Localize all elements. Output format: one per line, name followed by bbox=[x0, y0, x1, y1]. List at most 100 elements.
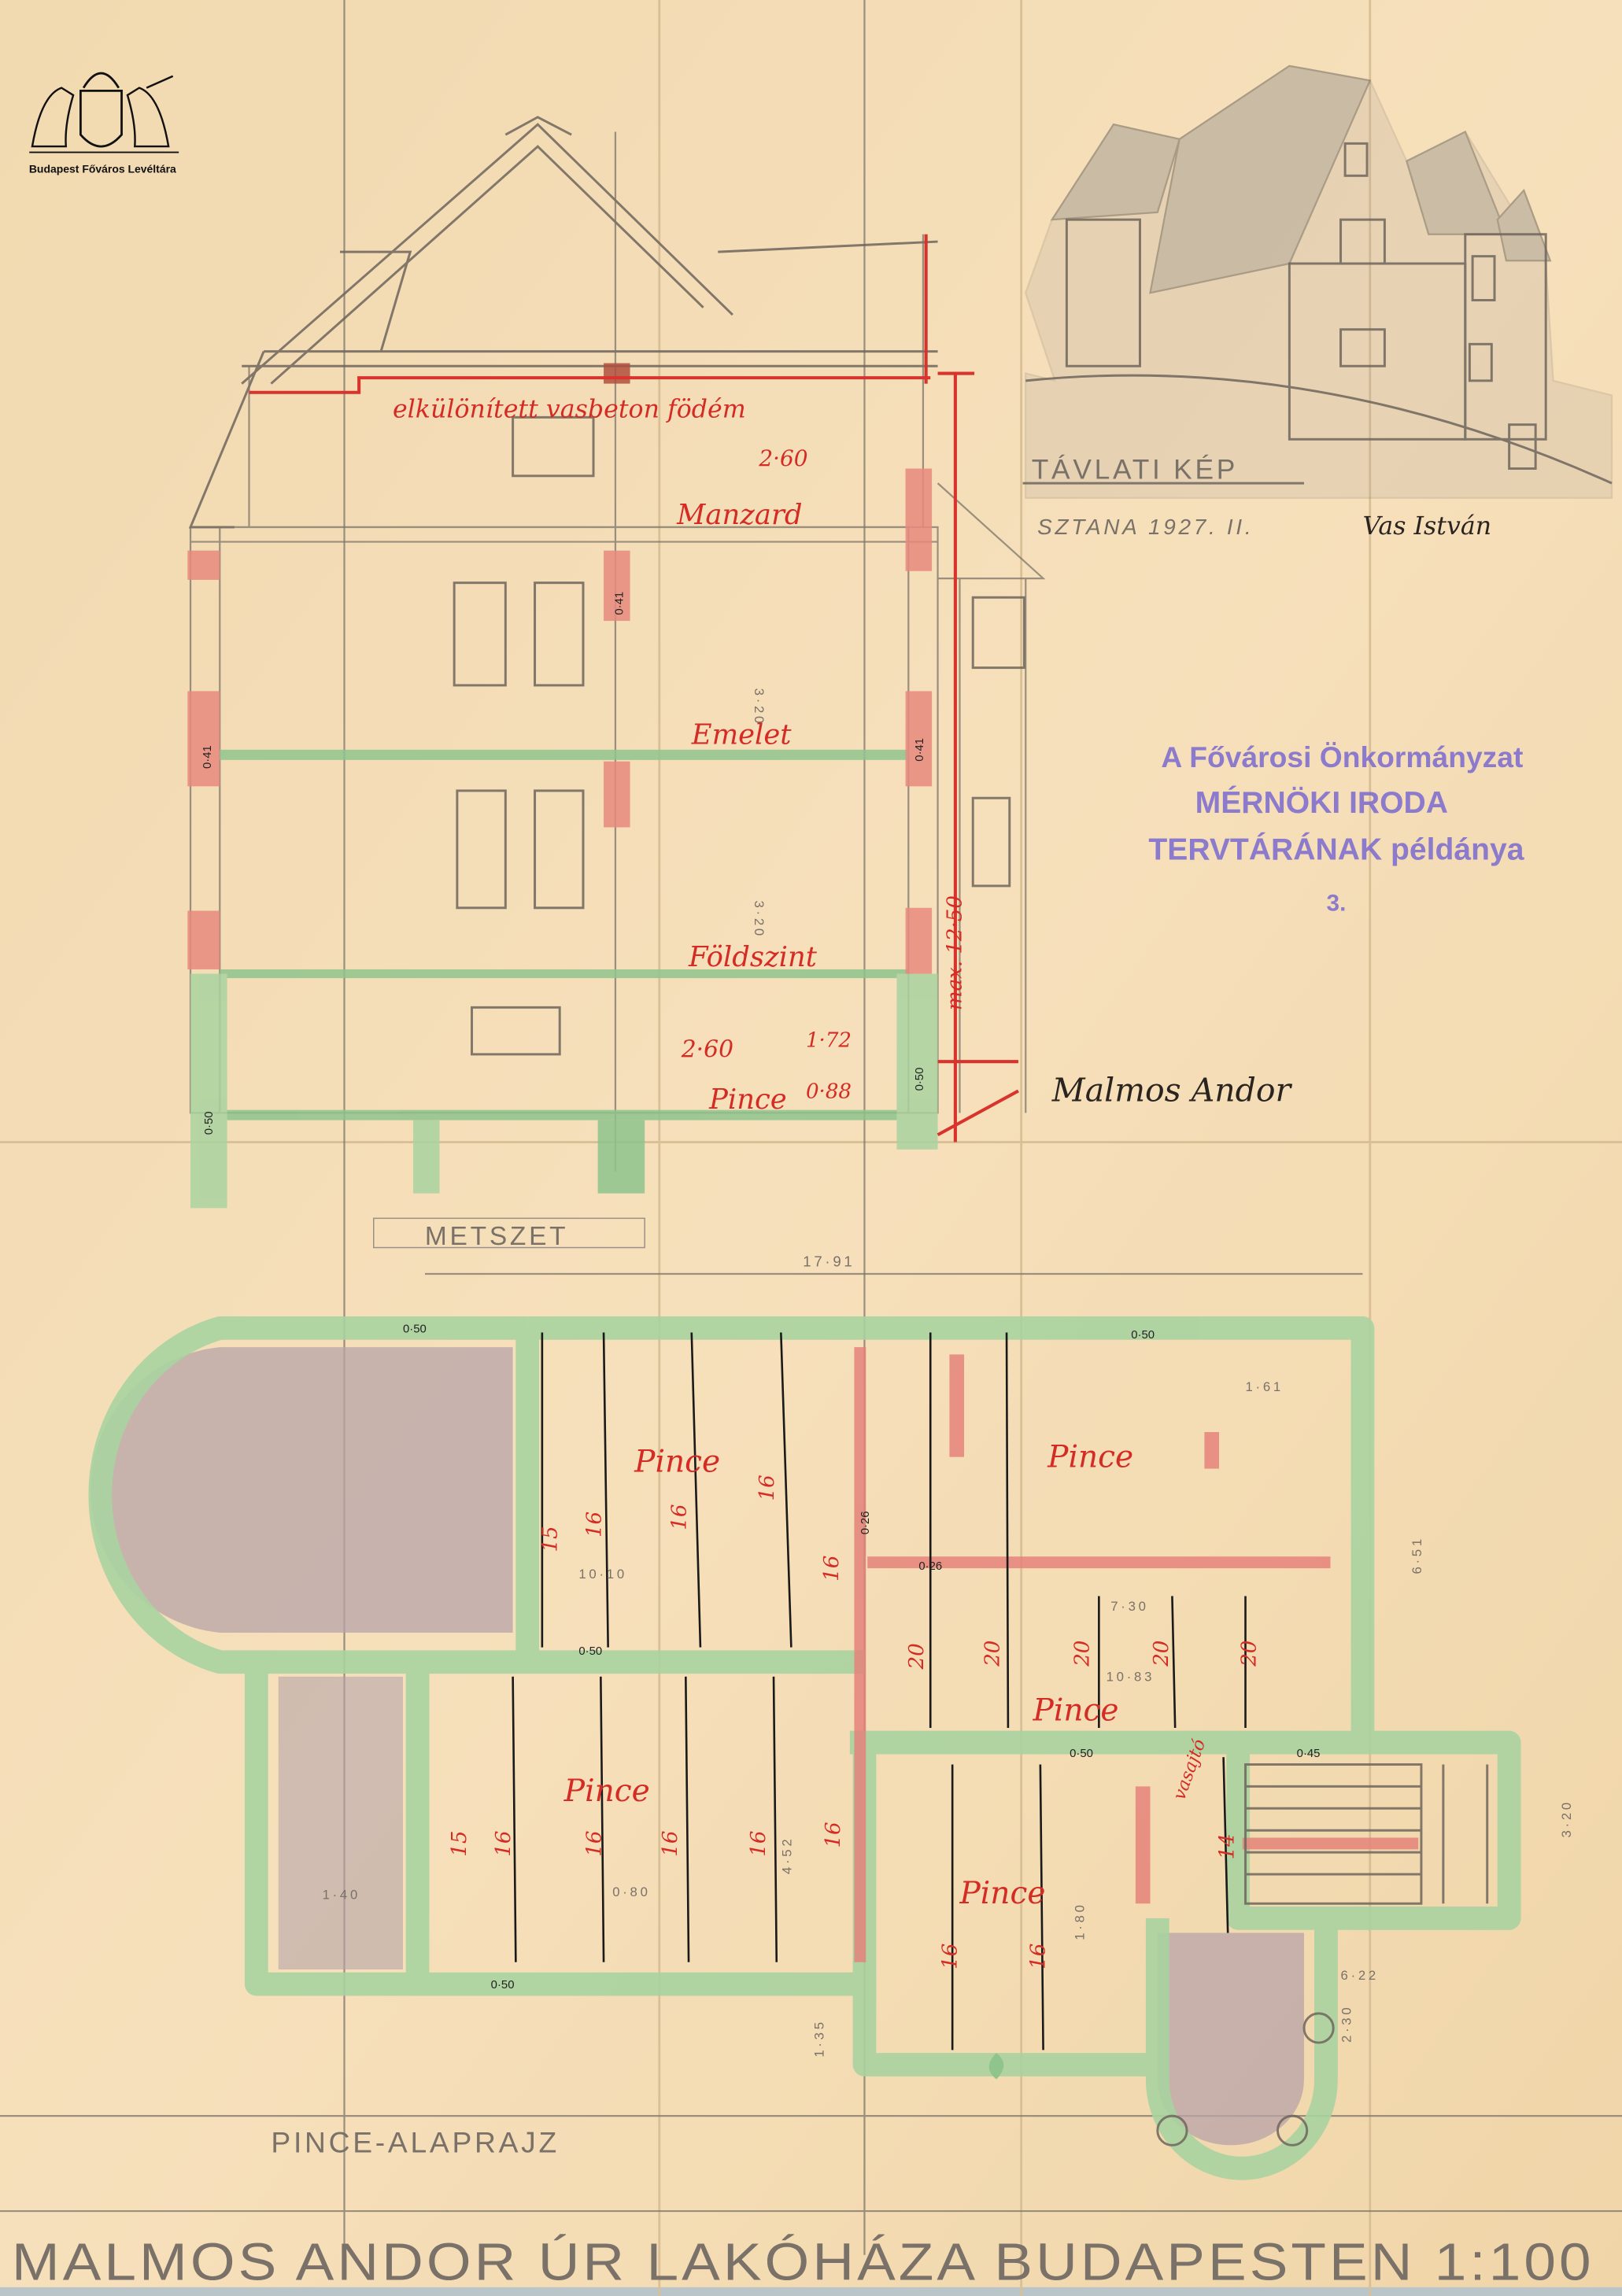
dim-label: 0·50 bbox=[578, 1645, 602, 1658]
room-label: Pince bbox=[634, 1444, 720, 1479]
window bbox=[453, 581, 507, 687]
perspective-author-date: SZTANA 1927. II. bbox=[1037, 515, 1254, 539]
room-label: Pince bbox=[1047, 1440, 1133, 1475]
stamp-line-1: A Fővárosi Önkormányzat bbox=[1161, 740, 1523, 773]
architect-signature: Malmos Andor bbox=[1051, 1071, 1293, 1109]
joist-number: 16 bbox=[492, 1831, 515, 1857]
dim-label: 4·52 bbox=[779, 1836, 794, 1874]
floor-label-basement: Pince bbox=[708, 1083, 787, 1116]
red-lintels bbox=[187, 363, 933, 974]
cellar-strip bbox=[278, 1676, 403, 1970]
dim-label: 2·30 bbox=[1339, 2005, 1354, 2043]
dim-label: 3·20 bbox=[1559, 1800, 1574, 1837]
stair bbox=[1156, 1763, 1489, 2147]
dim-label: 0·41 bbox=[613, 592, 626, 615]
window bbox=[971, 796, 1011, 888]
joist-number: 20 bbox=[981, 1641, 1005, 1667]
section-drawing: elkülönített vasbeton födém 2·60 Manzard… bbox=[187, 116, 1293, 1251]
joist-number: 20 bbox=[1070, 1641, 1094, 1667]
dim-label: 6·51 bbox=[1410, 1536, 1424, 1574]
max-height-dim: max. 12·50 bbox=[943, 895, 966, 1010]
dim-label: 0·50 bbox=[914, 1068, 926, 1091]
dim-label: 0·45 bbox=[1297, 1748, 1321, 1760]
window bbox=[471, 1006, 561, 1056]
floor-label-ground: Földszint bbox=[688, 941, 818, 973]
dim-label: 3·20 bbox=[752, 688, 767, 726]
window bbox=[456, 789, 507, 910]
plan-red-walls bbox=[854, 1347, 1419, 1962]
joist-number: 16 bbox=[822, 1822, 845, 1848]
dim-label: 1·35 bbox=[811, 2019, 826, 2057]
attic-height: 2·60 bbox=[758, 445, 807, 471]
joist-number: 20 bbox=[905, 1643, 929, 1670]
joist-number: 20 bbox=[1150, 1641, 1173, 1667]
archive-logo: Budapest Főváros Levéltára bbox=[29, 72, 179, 175]
below-ground-dim: 0·88 bbox=[806, 1080, 852, 1104]
joist-number: 15 bbox=[538, 1526, 562, 1552]
roof-slab-red-line bbox=[249, 234, 931, 394]
max-height-dimension-line bbox=[937, 371, 1019, 1142]
joist-lines bbox=[512, 1332, 1247, 2051]
plan-walls bbox=[88, 1316, 1521, 2180]
overall-dimension: 17·91 bbox=[803, 1253, 855, 1270]
dim-label: 0·50 bbox=[1131, 1329, 1155, 1342]
dim-label: 0·50 bbox=[203, 1111, 216, 1135]
joist-number: 14 bbox=[1216, 1833, 1240, 1859]
perspective-signature: Vas István bbox=[1362, 512, 1491, 541]
lion-icon bbox=[31, 87, 75, 148]
roof-outline bbox=[188, 116, 938, 529]
dim-label: 0·50 bbox=[403, 1323, 427, 1335]
drain-marker bbox=[988, 2053, 1004, 2080]
floor-slabs bbox=[190, 749, 938, 1209]
dim-label: 0·26 bbox=[859, 1512, 872, 1535]
window bbox=[971, 596, 1025, 670]
joist-number: 16 bbox=[1026, 1943, 1050, 1969]
dim-label: 0·41 bbox=[201, 745, 214, 769]
joist-number: 16 bbox=[667, 1504, 691, 1530]
stamp-line-3: TERVTÁRÁNAK példánya bbox=[1148, 832, 1524, 866]
above-ground-dim: 1·72 bbox=[806, 1029, 852, 1053]
joist-number: 16 bbox=[582, 1512, 606, 1537]
joist-number: 16 bbox=[756, 1475, 779, 1501]
griffin-icon bbox=[126, 75, 174, 148]
archive-stamp: A Fővárosi Önkormányzat MÉRNÖKI IRODA TE… bbox=[1148, 740, 1524, 916]
dim-label: 0·80 bbox=[612, 1884, 650, 1899]
window bbox=[534, 581, 585, 687]
room-label: Pince bbox=[563, 1774, 650, 1809]
joist-number: 16 bbox=[659, 1831, 682, 1857]
dim-label: 10·83 bbox=[1107, 1669, 1155, 1684]
slab-note: elkülönített vasbeton födém bbox=[393, 395, 746, 423]
joist-number: 16 bbox=[747, 1831, 770, 1857]
dim-label: 10·10 bbox=[578, 1567, 626, 1582]
window bbox=[534, 789, 585, 910]
stamp-line-2: MÉRNÖKI IRODA bbox=[1195, 785, 1448, 820]
dim-label: 3·20 bbox=[752, 900, 767, 938]
basement-height: 2·60 bbox=[681, 1036, 733, 1064]
section-windows bbox=[453, 415, 1025, 1056]
dim-label: 0·26 bbox=[918, 1560, 942, 1573]
plan-title: PINCE-ALAPRAJZ bbox=[271, 2126, 560, 2159]
window bbox=[512, 415, 595, 478]
perspective-sketch: TÁVLATI KÉP SZTANA 1927. II. Vas István bbox=[1022, 65, 1613, 541]
dim-label: 0·50 bbox=[1070, 1748, 1093, 1760]
basement-plan: 17·91 Pince Pince Pince Pince Pince vasa… bbox=[88, 1253, 1574, 2180]
dim-label: 0·41 bbox=[914, 738, 926, 762]
dim-label: 0·50 bbox=[491, 1979, 515, 1991]
joist-number: 16 bbox=[820, 1556, 844, 1582]
joist-number: 16 bbox=[582, 1831, 606, 1857]
coat-of-arms-shield-icon bbox=[79, 89, 123, 148]
plan-dimensions: 0·50 0·50 0·50 0·50 0·50 0·45 1·61 6·51 … bbox=[323, 1323, 1574, 2057]
joist-number: 20 bbox=[1238, 1641, 1262, 1667]
archive-logo-caption: Budapest Főváros Levéltára bbox=[29, 163, 176, 175]
dim-label: 7·30 bbox=[1110, 1599, 1148, 1614]
joist-numbers: 15 16 16 16 16 20 20 20 20 20 15 16 16 1… bbox=[448, 1475, 1262, 1969]
joist-number: 15 bbox=[448, 1831, 471, 1857]
floor-label-first: Emelet bbox=[691, 718, 793, 751]
floor-label-attic: Manzard bbox=[676, 499, 802, 531]
sheet-title: MALMOS ANDOR ÚR LAKÓHÁZA BUDAPESTEN 1:10… bbox=[12, 2233, 1594, 2292]
cellar-vault-left bbox=[91, 1347, 513, 1633]
perspective-title: TÁVLATI KÉP bbox=[1032, 455, 1238, 485]
